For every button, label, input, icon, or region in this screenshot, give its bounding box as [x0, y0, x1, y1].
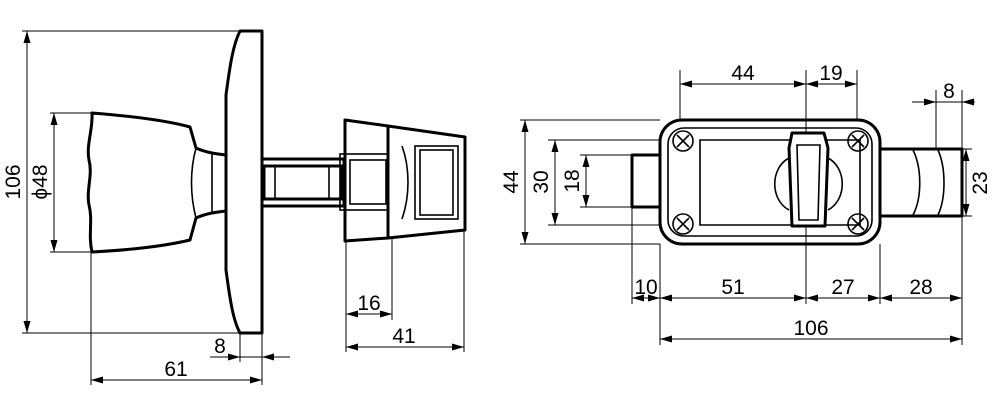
front-view-dimension-labels: 44 19 8 44 30 18 23 10 51 27 28 106 [500, 62, 992, 340]
dim-28-width: 28 [909, 276, 932, 299]
dim-51-width: 51 [721, 276, 744, 299]
thumb-turn-arc-right [827, 157, 843, 211]
dim-27-width: 27 [831, 276, 854, 299]
screw-bottom-right [847, 213, 869, 235]
thumb-turn-front-inner [796, 144, 821, 221]
dim-8-top: 8 [943, 80, 955, 103]
screw-bottom-left [672, 213, 694, 235]
latch-barrel-right [878, 147, 964, 218]
dim-8-rose: 8 [214, 335, 226, 358]
dim-106-width: 106 [793, 317, 828, 340]
front-view-dimension-lines [521, 80, 975, 343]
body-plate-inner [667, 127, 873, 237]
dim-44-top: 44 [731, 62, 755, 85]
latch-barrel-curve-2 [937, 149, 945, 216]
inner-hub [343, 118, 390, 243]
latch-tab-left [630, 153, 662, 209]
dim-106-height: 106 [2, 164, 25, 199]
dim-10-width: 10 [634, 276, 657, 299]
rose-plate [224, 29, 264, 335]
front-view [630, 118, 964, 246]
dim-18-height: 18 [561, 169, 584, 192]
dim-30-height: 30 [530, 170, 553, 193]
knob-neck-line [190, 147, 197, 219]
thumb-turn-arc-left [774, 157, 790, 211]
latch-barrel-curve [912, 149, 921, 216]
front-view-extension-lines [520, 70, 972, 345]
dim-44-height: 44 [500, 170, 523, 194]
thumb-turn-window-inner [419, 149, 454, 216]
dim-41-spindle: 41 [392, 325, 415, 348]
side-view-dimension-lines [23, 31, 464, 384]
screw-top-right [847, 130, 869, 152]
side-view [86, 29, 467, 335]
dim-23-height: 23 [969, 171, 992, 194]
dim-61-length: 61 [164, 358, 187, 381]
thumb-turn-window [414, 145, 459, 220]
side-view-extension-lines [22, 30, 465, 385]
side-view-dimension-labels: 106 ϕ48 61 8 16 41 [2, 164, 416, 381]
dim-16-spindle: 16 [357, 292, 380, 315]
thumb-turn [386, 124, 467, 240]
inner-hub-square [349, 159, 387, 205]
thumb-turn-curve [401, 145, 409, 220]
dim-phi48-diameter: ϕ48 [29, 164, 52, 199]
thumb-turn-front [787, 131, 830, 228]
dim-19-top: 19 [819, 62, 842, 85]
screw-top-left [672, 130, 694, 152]
knob-body [86, 111, 228, 254]
